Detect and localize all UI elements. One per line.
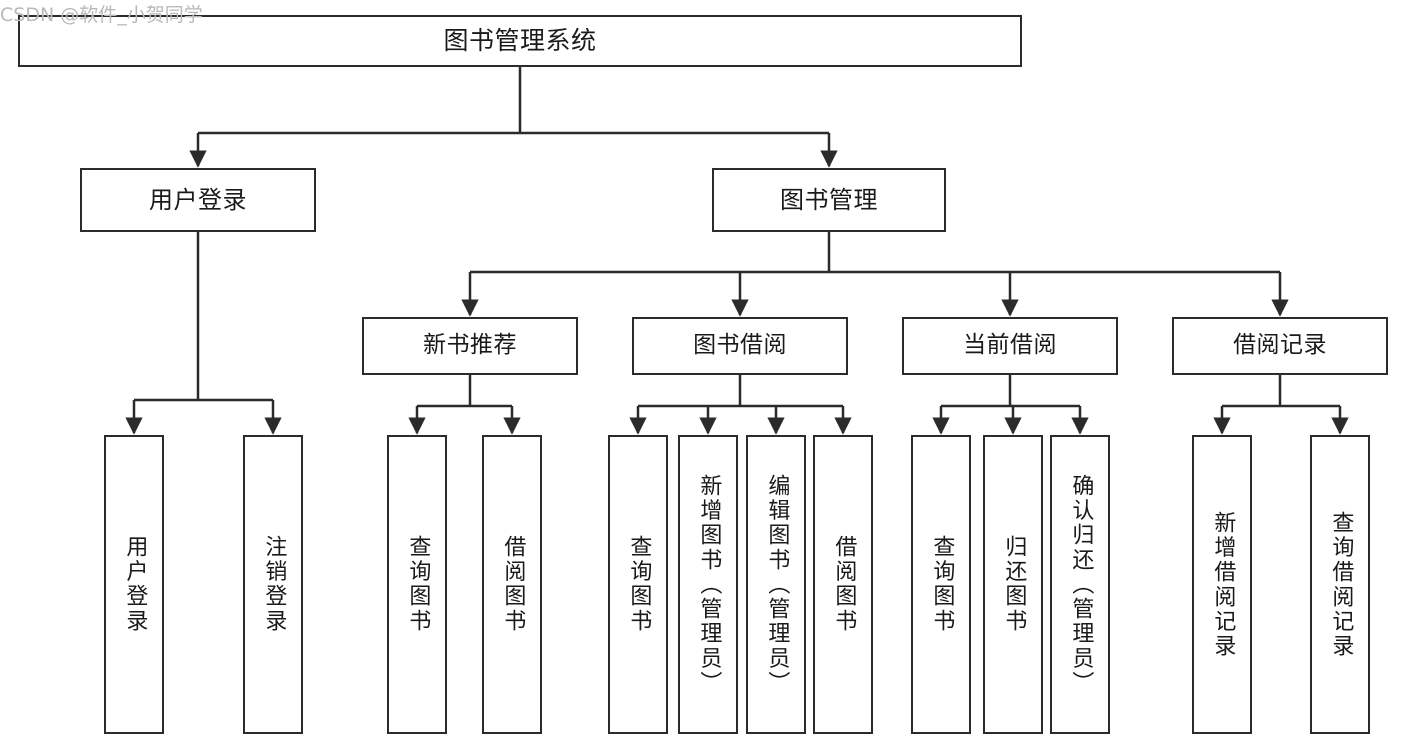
- node-l1-login: 用户登录: [80, 168, 316, 232]
- node-label: 编辑图书（管理员）: [764, 473, 790, 696]
- csdn-watermark: CSDN @软件_小贺同学: [0, 4, 203, 26]
- node-leaf-7: 编辑图书（管理员）: [746, 435, 806, 734]
- node-l1-manage: 图书管理: [712, 168, 946, 232]
- node-leaf-1: 用户登录: [104, 435, 164, 734]
- node-label: 用户登录: [149, 185, 247, 214]
- node-label: 当前借阅: [963, 332, 1057, 359]
- node-label: 查询图书: [626, 535, 652, 634]
- edge-group: [125, 67, 1349, 435]
- node-label: 借阅图书: [500, 535, 526, 634]
- node-label: 用户登录: [122, 535, 148, 634]
- node-label: 新增图书（管理员）: [696, 473, 722, 696]
- node-leaf-9: 查询图书: [911, 435, 971, 734]
- node-leaf-3: 查询图书: [387, 435, 447, 734]
- node-label: 借阅图书: [831, 535, 857, 634]
- node-l2-current: 当前借阅: [902, 317, 1118, 375]
- node-leaf-13: 查询借阅记录: [1310, 435, 1370, 734]
- node-label: 图书管理: [780, 185, 878, 214]
- node-leaf-2: 注销登录: [243, 435, 303, 734]
- node-label: 新增借阅记录: [1210, 510, 1236, 659]
- node-leaf-4: 借阅图书: [482, 435, 542, 734]
- node-label: 新书推荐: [423, 332, 517, 359]
- node-label: 借阅记录: [1233, 332, 1327, 359]
- node-leaf-11: 确认归还（管理员）: [1050, 435, 1110, 734]
- node-label: 图书借阅: [693, 332, 787, 359]
- node-leaf-8: 借阅图书: [813, 435, 873, 734]
- node-l2-records: 借阅记录: [1172, 317, 1388, 375]
- node-leaf-6: 新增图书（管理员）: [678, 435, 738, 734]
- node-label: 注销登录: [261, 535, 287, 634]
- node-leaf-5: 查询图书: [608, 435, 668, 734]
- node-l2-newbook: 新书推荐: [362, 317, 578, 375]
- node-label: 查询借阅记录: [1328, 510, 1354, 659]
- node-l2-borrow: 图书借阅: [632, 317, 848, 375]
- node-label: 图书管理系统: [443, 26, 597, 55]
- node-leaf-10: 归还图书: [983, 435, 1043, 734]
- node-leaf-12: 新增借阅记录: [1192, 435, 1252, 734]
- node-label: 查询图书: [929, 535, 955, 634]
- node-label: 确认归还（管理员）: [1068, 473, 1094, 696]
- node-label: 归还图书: [1001, 535, 1027, 634]
- node-label: 查询图书: [405, 535, 431, 634]
- node-root: 图书管理系统: [18, 15, 1022, 67]
